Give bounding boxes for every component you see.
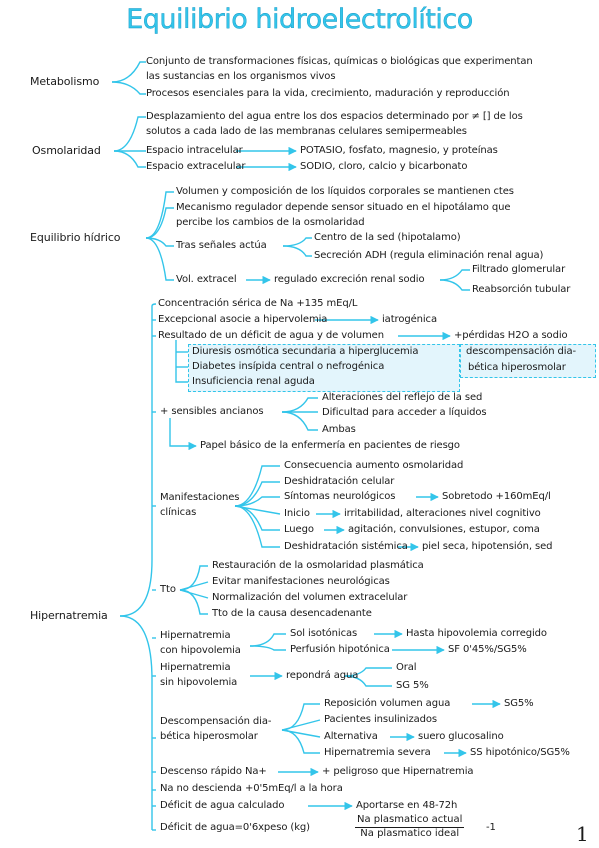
- equilibrio-l4b1: Filtrado glomerular: [472, 264, 566, 275]
- hiper-d4v: SS hipotónico/SG5%: [470, 747, 570, 758]
- hiper-hconb: con hipovolemia: [160, 645, 241, 656]
- hiper-box3: Insuficiencia renal aguda: [192, 376, 315, 387]
- intracelular-label: Espacio intracelular: [146, 145, 243, 156]
- hiper-descb: bética hiperosmolar: [160, 731, 258, 742]
- hiper-desr: Descenso rápido Na+: [160, 766, 267, 777]
- hiper-manifb: clínicas: [160, 507, 197, 518]
- equilibrio-l4a: regulado excreción renal sodio: [274, 274, 425, 285]
- hiper-tto: Tto: [160, 584, 176, 595]
- hiper-m4: Inicio: [284, 508, 310, 519]
- hiper-m5: Luego: [284, 524, 314, 535]
- osmolaridad-def1b: solutos a cada lado de las membranas cel…: [146, 126, 467, 137]
- osmolaridad-def1: Desplazamiento del agua entre los dos es…: [146, 111, 523, 122]
- hiper-d1: Reposición volumen agua: [324, 698, 451, 709]
- hiper-d3v: suero glucosalino: [418, 731, 504, 742]
- equilibrio-l3a: Centro de la sed (hipotalamo): [314, 232, 461, 243]
- hiper-excep: Excepcional asocie a hipervolemia: [158, 314, 328, 325]
- hiper-d3: Alternativa: [324, 731, 378, 742]
- hiper-d4: Hipernatremia severa: [324, 747, 431, 758]
- hiper-oral: Oral: [396, 662, 417, 673]
- hiper-hsinb: sin hipovolemia: [160, 677, 238, 688]
- hiper-desc: Descompensación dia-: [160, 716, 272, 727]
- hiper-m6: Deshidratación sistémica: [284, 541, 408, 552]
- equilibrio-l3b: Secreción ADH (regula eliminación renal …: [314, 250, 544, 261]
- hiper-desrv: + peligroso que Hipernatremia: [322, 766, 474, 777]
- metabolismo-label: Metabolismo: [30, 75, 100, 88]
- hiper-sens1: Alteraciones del reflejo de la sed: [322, 392, 483, 403]
- equilibrio-l3: Tras señales actúa: [176, 240, 267, 251]
- hipernatremia-label: Hipernatremia: [30, 609, 108, 622]
- extracelular-value: SODIO, cloro, calcio y bicarbonato: [300, 161, 468, 172]
- equilibrio-l4: Vol. extracel: [176, 274, 237, 285]
- hiper-manif: Manifestaciones: [160, 492, 240, 503]
- formula-fraction: Na plasmatico actual Na plasmatico ideal: [355, 814, 465, 840]
- hiper-perfv: SF 0'45%/SG5%: [448, 644, 527, 655]
- metabolismo-def2: Procesos esenciales para la vida, crecim…: [146, 88, 510, 99]
- page-title: Equilibrio hidroelectrolítico: [126, 4, 473, 35]
- highlight-box-2: [460, 344, 596, 378]
- equilibrio-l2b: percibe los cambios de la osmolaridad: [176, 217, 365, 228]
- hiper-m1: Consecuencia aumento osmolaridad: [284, 460, 464, 471]
- formula-numerator: Na plasmatico actual: [355, 814, 465, 828]
- hiper-sg: SG 5%: [396, 680, 429, 691]
- hiper-m3: Síntomas neurológicos: [284, 491, 396, 502]
- hiper-papel: Papel básico de la enfermería en pacient…: [200, 440, 460, 451]
- hiper-hcon: Hipernatremia: [160, 630, 231, 641]
- intracelular-value: POTASIO, fosfato, magnesio, y proteínas: [300, 145, 498, 156]
- hiper-m4v: irritabilidad, alteraciones nivel cognit…: [344, 508, 541, 519]
- hiper-formula: Déficit de agua=0'6xpeso (kg): [160, 822, 310, 833]
- hiper-perf: Perfusión hipotónica: [290, 644, 390, 655]
- hiper-t4: Tto de la causa desencadenante: [212, 608, 372, 619]
- hiper-t2: Evitar manifestaciones neurológicas: [212, 576, 390, 587]
- hiper-box4b: bética hiperosmolar: [468, 362, 566, 373]
- extracelular-label: Espacio extracelular: [146, 161, 246, 172]
- osmolaridad-label: Osmolaridad: [32, 144, 101, 157]
- hiper-repon: repondrá agua: [286, 670, 359, 681]
- hiper-defc: Déficit de agua calculado: [160, 800, 285, 811]
- formula-denominator: Na plasmatico ideal: [360, 828, 460, 839]
- hiper-m5v: agitación, convulsiones, estupor, coma: [348, 524, 540, 535]
- equilibrio-l2: Mecanismo regulador depende sensor situa…: [176, 202, 511, 213]
- hiper-perd: +pérdidas H2O a sodio: [454, 330, 568, 341]
- equilibrio-l1: Volumen y composición de los líquidos co…: [176, 186, 514, 197]
- hiper-d1v: SG5%: [504, 698, 534, 709]
- equilibrio-label: Equilibrio hídrico: [30, 231, 121, 244]
- hiper-hsin: Hipernatremia: [160, 662, 231, 673]
- hiper-m6v: piel seca, hipotensión, sed: [422, 541, 553, 552]
- hiper-sol: Sol isotónicas: [290, 628, 358, 639]
- hiper-m3v: Sobretodo +160mEq/l: [442, 491, 551, 502]
- hiper-defcv: Aportarse en 48-72h: [356, 800, 458, 811]
- hiper-sens3: Ambas: [322, 424, 356, 435]
- metabolismo-def1b: las sustancias en los organismos vivos: [146, 71, 336, 82]
- hiper-box4: descompensación dia-: [466, 346, 577, 357]
- hiper-solv: Hasta hipovolemia corregido: [406, 628, 547, 639]
- hiper-iatro: iatrogénica: [382, 314, 437, 325]
- hiper-t1: Restauración de la osmolaridad plasmátic…: [212, 560, 424, 571]
- hiper-m2: Deshidratación celular: [284, 476, 395, 487]
- hiper-nodes: Na no descienda +0'5mEq/l a la hora: [160, 783, 343, 794]
- formula-minus: -1: [486, 822, 496, 833]
- page-number: 1: [576, 822, 589, 846]
- hiper-box2: Diabetes insípida central o nefrogénica: [192, 361, 385, 372]
- hiper-conc: Concentración sérica de Na +135 mEq/L: [158, 298, 358, 309]
- hiper-result: Resultado de un déficit de agua y de vol…: [158, 330, 384, 341]
- equilibrio-l4b2: Reabsorción tubular: [472, 284, 571, 295]
- metabolismo-def1: Conjunto de transformaciones físicas, qu…: [146, 56, 533, 67]
- hiper-box1: Diuresis osmótica secundaria a hipergluc…: [192, 346, 419, 357]
- hiper-d2: Pacientes insulinizados: [324, 714, 438, 725]
- hiper-t3: Normalización del volumen extracelular: [212, 592, 408, 603]
- hiper-sens: + sensibles ancianos: [160, 406, 264, 417]
- hiper-sens2: Dificultad para acceder a líquidos: [322, 407, 487, 418]
- highlight-box: [188, 344, 460, 392]
